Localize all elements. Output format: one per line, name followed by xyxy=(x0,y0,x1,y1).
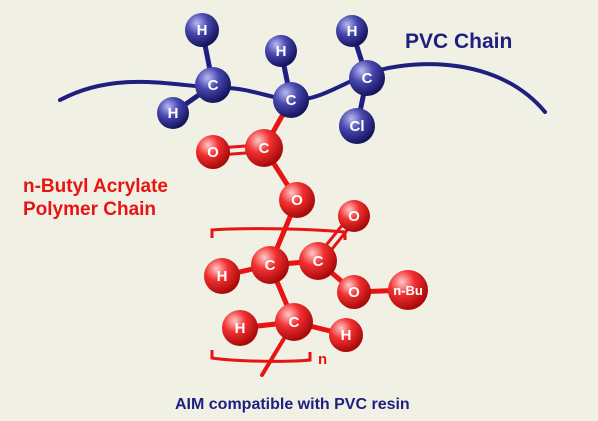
acrylate-atom-c: C xyxy=(251,246,289,284)
atom-sphere xyxy=(195,67,231,103)
pvc-atom-cl: Cl xyxy=(339,108,375,144)
repeat-n-label: n xyxy=(318,351,327,368)
atom-sphere xyxy=(299,242,337,280)
atom-sphere xyxy=(196,135,230,169)
atom-symbol: O xyxy=(291,192,303,209)
pvc-atom-h: H xyxy=(185,13,219,47)
acrylate-atom-h: H xyxy=(329,318,363,352)
atom-symbol: C xyxy=(286,92,297,109)
acrylate-atom-o: O xyxy=(338,200,370,232)
atom-sphere xyxy=(204,258,240,294)
pvc-atom-h: H xyxy=(336,15,368,47)
atom-symbol: C xyxy=(208,77,219,94)
acrylate-atom-h: H xyxy=(204,258,240,294)
pvc-atom-c: C xyxy=(273,82,309,118)
pvc-atom-h: H xyxy=(265,35,297,67)
acrylate-atom-o: O xyxy=(337,275,371,309)
atom-symbol: C xyxy=(313,253,324,270)
repeat-bracket-top xyxy=(210,227,347,240)
atom-sphere xyxy=(279,182,315,218)
atom-symbol: C xyxy=(265,257,276,274)
acrylate-atom-o: O xyxy=(279,182,315,218)
atom-sphere xyxy=(329,318,363,352)
acrylate-atom-c: C xyxy=(275,303,313,341)
atom-sphere xyxy=(157,97,189,129)
atom-sphere xyxy=(222,310,258,346)
atom-symbol: C xyxy=(362,70,373,87)
acrylate-atom-c: C xyxy=(245,129,283,167)
atom-symbol: O xyxy=(348,208,360,225)
atom-sphere xyxy=(339,108,375,144)
atom-sphere xyxy=(337,275,371,309)
nba-label-line2: Polymer Chain xyxy=(23,199,156,220)
atom-symbol: O xyxy=(207,144,219,161)
atom-symbol: Cl xyxy=(350,118,365,135)
atom-sphere xyxy=(349,60,385,96)
atom-symbol: H xyxy=(341,327,352,344)
atom-sphere xyxy=(273,82,309,118)
atom-symbol: n-Bu xyxy=(393,283,423,298)
atom-sphere xyxy=(388,270,428,310)
atom-symbol: H xyxy=(235,320,246,337)
atom-sphere xyxy=(245,129,283,167)
pvc-atom-c: C xyxy=(349,60,385,96)
caption-text: AIM compatible with PVC resin xyxy=(175,396,410,413)
atom-symbol: H xyxy=(347,23,358,40)
atom-symbol: H xyxy=(276,43,287,60)
atom-symbol: H xyxy=(168,105,179,122)
acrylate-atom-o: O xyxy=(196,135,230,169)
atom-sphere xyxy=(251,246,289,284)
repeat-bracket-bottom xyxy=(210,350,312,363)
atom-sphere xyxy=(185,13,219,47)
atom-sphere xyxy=(275,303,313,341)
pvc-atom-h: H xyxy=(157,97,189,129)
acrylate-atom-nbu: n-Bu xyxy=(388,270,428,310)
atom-sphere xyxy=(338,200,370,232)
acrylate-atom-c: C xyxy=(299,242,337,280)
atom-symbol: C xyxy=(289,314,300,331)
atom-symbol: H xyxy=(197,22,208,39)
atom-symbol: C xyxy=(259,140,270,157)
pvc-chain-label: PVC Chain xyxy=(405,30,512,53)
pvc-atom-c: C xyxy=(195,67,231,103)
atom-symbol: H xyxy=(217,268,228,285)
atom-symbol: O xyxy=(348,284,360,301)
nba-label-line1: n-Butyl Acrylate xyxy=(23,176,168,197)
atom-sphere xyxy=(265,35,297,67)
atom-sphere xyxy=(336,15,368,47)
acrylate-atom-h: H xyxy=(222,310,258,346)
